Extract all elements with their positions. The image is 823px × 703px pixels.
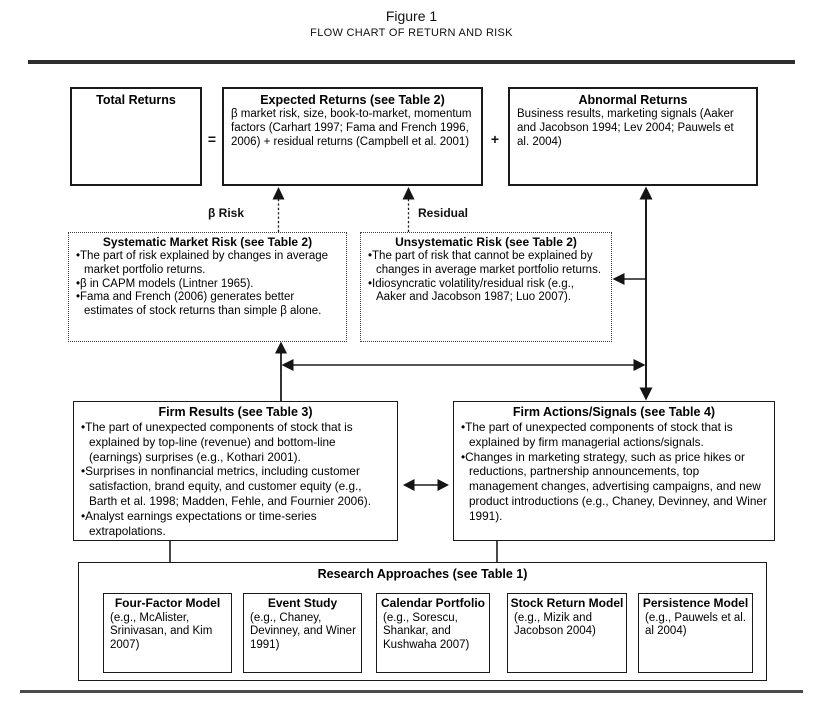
research-subbox-stock-return-model: Stock Return Model (e.g., Mizik and Jaco…	[507, 593, 627, 673]
bullet-marker: •	[461, 449, 466, 464]
subbox-body: (e.g., Pauwels et al. al 2004)	[645, 611, 746, 638]
subbox-title: Four-Factor Model	[114, 596, 221, 610]
subbox-title: Event Study	[267, 596, 338, 610]
research-subbox-calendar-portfolio: Calendar Portfolio (e.g., Sorescu, Shank…	[376, 593, 490, 673]
systematic-bullet: •Fama and French (2006) generates better…	[76, 291, 322, 318]
firm-actions-title: Firm Actions/Signals (see Table 4)	[512, 405, 716, 419]
bullet-marker: •	[368, 250, 373, 262]
box-systematic-risk: Systematic Market Risk (see Table 2) •Th…	[68, 232, 347, 342]
bullet-marker: •	[368, 277, 373, 290]
bullet-marker: •	[76, 277, 81, 290]
bullet-marker: •	[81, 508, 86, 523]
unsystematic-risk-body: •The part of risk that cannot be explain…	[361, 250, 611, 307]
label-beta-risk: β Risk	[208, 206, 245, 220]
expected-returns-title: Expected Returns (see Table 2)	[260, 93, 445, 107]
total-returns-title: Total Returns	[96, 93, 176, 107]
abnormal-returns-title: Abnormal Returns	[578, 93, 688, 107]
firm-actions-bullet: •The part of unexpected components of st…	[461, 420, 733, 449]
top-rule	[28, 60, 795, 64]
unsystematic-bullet: •The part of risk that cannot be explain…	[368, 250, 602, 276]
box-firm-actions: Firm Actions/Signals (see Table 4) •The …	[453, 401, 775, 541]
label-residual: Residual	[418, 206, 469, 220]
firm-actions-bullet: •Changes in marketing strategy, such as …	[461, 449, 767, 523]
abnormal-returns-body: Business results, marketing signals (Aak…	[517, 108, 734, 148]
bottom-rule	[20, 690, 803, 693]
unsystematic-risk-title: Unsystematic Risk (see Table 2)	[395, 235, 577, 249]
box-unsystematic-risk: Unsystematic Risk (see Table 2) •The par…	[360, 232, 612, 342]
bullet-marker: •	[76, 250, 81, 262]
unsystematic-bullet: •Idiosyncratic volatility/residual risk …	[368, 277, 574, 304]
arrow-into-unsystematic	[612, 273, 646, 285]
bullet-marker: •	[461, 420, 466, 434]
research-approaches-title: Research Approaches (see Table 1)	[317, 567, 528, 581]
figure-title: FLOW CHART OF RETURN AND RISK	[310, 27, 513, 39]
expected-returns-body: β market risk, size, book-to-market, mom…	[231, 108, 472, 148]
arrow-risk-firm-double-horizontal	[281, 359, 646, 371]
arrow-between-firm-boxes-double	[403, 479, 449, 491]
bullet-marker: •	[81, 420, 86, 434]
subbox-body: (e.g., Chaney, Devinney, and Winer 1991)	[250, 611, 356, 651]
subbox-title: Stock Return Model	[510, 596, 624, 610]
box-abnormal-returns: Abnormal Returns Business results, marke…	[508, 87, 758, 186]
subbox-body: (e.g., McAlister, Srinivasan, and Kim 20…	[110, 611, 213, 651]
arrow-firmresults-to-systematic-up	[275, 341, 287, 401]
firm-results-bullet: •The part of unexpected components of st…	[81, 420, 353, 464]
box-firm-results: Firm Results (see Table 3) •The part of …	[73, 401, 398, 541]
subbox-body: (e.g., Mizik and Jacobson 2004)	[514, 611, 596, 638]
box-total-returns: Total Returns	[70, 87, 202, 186]
subbox-title: Persistence Model	[642, 596, 749, 610]
systematic-bullet: •The part of risk explained by changes i…	[76, 250, 329, 276]
firm-results-bullet: •Analyst earnings expectations or time-s…	[81, 508, 317, 538]
firm-results-bullet: •Surprises in nonfinancial metrics, incl…	[81, 464, 371, 508]
bullet-marker: •	[76, 291, 81, 304]
systematic-risk-body: •The part of risk explained by changes i…	[69, 250, 346, 321]
firm-results-body: •The part of unexpected components of st…	[74, 420, 397, 540]
firm-actions-body: •The part of unexpected components of st…	[454, 420, 774, 526]
research-subbox-persistence-model: Persistence Model (e.g., Pauwels et al. …	[638, 593, 753, 673]
systematic-bullet: •β in CAPM models (Lintner 1965).	[76, 277, 254, 290]
operator-equals: =	[207, 131, 217, 147]
systematic-risk-title: Systematic Market Risk (see Table 2)	[102, 235, 313, 249]
research-subbox-event-study: Event Study (e.g., Chaney, Devinney, and…	[243, 593, 362, 673]
research-subbox-four-factor-model: Four-Factor Model (e.g., McAlister, Srin…	[103, 593, 232, 673]
subbox-title: Calendar Portfolio	[380, 596, 485, 610]
arrow-residual-dotted	[402, 187, 415, 232]
firm-results-title: Firm Results (see Table 3)	[158, 405, 313, 419]
figure-label: Figure 1	[385, 8, 438, 24]
subbox-body: (e.g., Sorescu, Shankar, and Kushwaha 20…	[383, 611, 470, 651]
arrow-abnormal-firmactions-double-vertical	[639, 186, 653, 401]
box-expected-returns: Expected Returns (see Table 2) β market …	[222, 87, 483, 186]
bullet-marker: •	[81, 464, 86, 479]
arrow-beta-risk-dotted	[272, 187, 285, 232]
operator-plus: +	[490, 131, 500, 147]
